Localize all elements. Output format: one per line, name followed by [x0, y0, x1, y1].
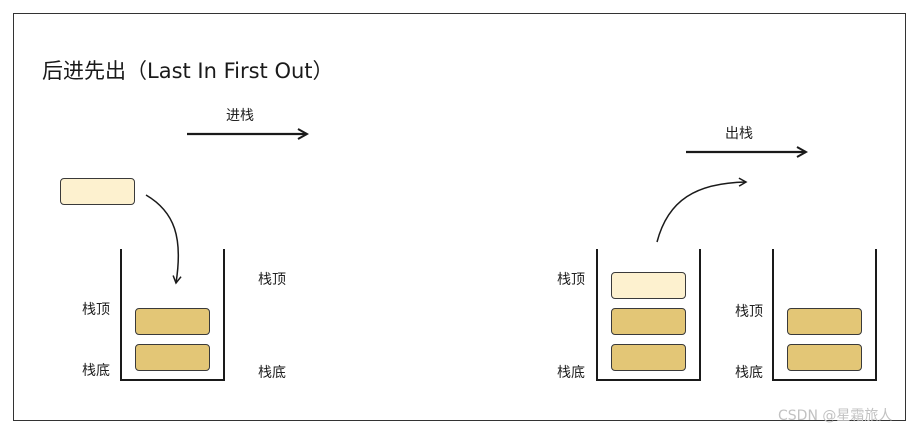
pop-after-bottom-label: 栈底 — [735, 365, 763, 381]
push-bottom-after-label: 栈底 — [258, 365, 286, 381]
watermark: CSDN @星霜旅人 — [778, 408, 893, 424]
push-stack-element-top — [135, 308, 210, 335]
pop-curve-arrow — [656, 177, 748, 243]
pop-after-top-label: 栈顶 — [735, 304, 763, 320]
incoming-element — [60, 178, 135, 205]
pop-stack-element-leaving — [611, 272, 686, 299]
pop-after-element-bottom — [787, 344, 862, 371]
pop-before-bottom-label: 栈底 — [557, 365, 585, 381]
pop-before-top-label: 栈顶 — [557, 272, 585, 288]
pop-stack-before-container — [596, 249, 701, 381]
pop-stack-element-bottom — [611, 344, 686, 371]
push-stack-container — [120, 249, 225, 381]
pop-stack-after-container — [772, 249, 877, 381]
pop-after-element-top — [787, 308, 862, 335]
pop-arrow-label: 出栈 — [725, 126, 753, 142]
pop-stack-element-middle — [611, 308, 686, 335]
push-arrow-label: 进栈 — [226, 108, 254, 124]
push-bottom-label: 栈底 — [82, 363, 110, 379]
push-top-label: 栈顶 — [82, 302, 110, 318]
diagram-frame — [13, 13, 906, 421]
diagram-title: 后进先出（Last In First Out） — [42, 59, 334, 83]
push-stack-element-bottom — [135, 344, 210, 371]
push-top-after-label: 栈顶 — [258, 272, 286, 288]
push-curve-arrow — [145, 194, 182, 285]
